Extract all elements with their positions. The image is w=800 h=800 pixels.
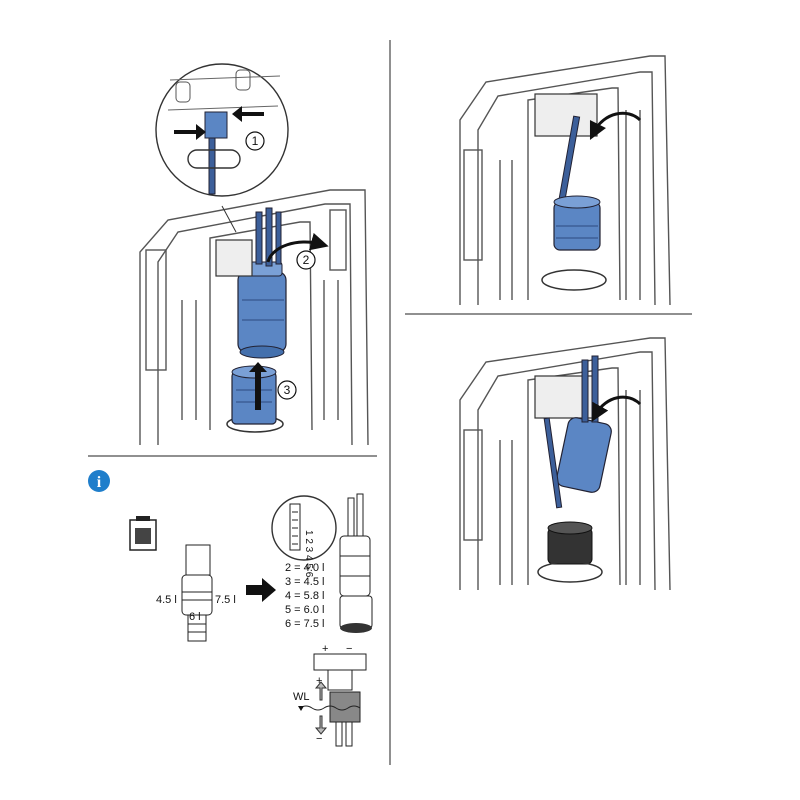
info-panel: i 4.5 l 7.5 l 6 l 1 2 3 4 5 6: [88, 470, 373, 747]
svg-text:i: i: [97, 474, 102, 491]
panel-rotate-bracket: [459, 55, 671, 306]
plus-top-label: +: [322, 643, 328, 655]
step-2-number: 2: [303, 253, 310, 267]
volume-row: 2 = 4.0 l: [285, 562, 324, 574]
rotate-arrow-lower-icon: [591, 395, 642, 422]
panel-remove-valve: 2 3 1: [139, 63, 369, 446]
step-3-badge: 3: [277, 380, 297, 400]
step-1-number: 1: [252, 134, 259, 148]
minus-top-label: −: [346, 643, 352, 655]
bracket: [534, 93, 598, 137]
flush-valve-body: [237, 207, 287, 359]
step-3-number: 3: [284, 383, 291, 397]
scale-detail-circle: 1 2 3 4 5 6: [271, 495, 337, 578]
valve-upright: [339, 493, 373, 633]
detail-magnifier: 1: [155, 63, 289, 197]
cistern-frame-right: [459, 55, 671, 306]
valve-base-lower: [547, 521, 593, 565]
arrow-icon: [246, 578, 276, 602]
water-level-label: WL: [293, 691, 310, 703]
flush-valve-lower: [543, 355, 612, 509]
volume-row: 6 = 7.5 l: [285, 618, 324, 630]
press-arrow-left-icon: [174, 124, 206, 140]
valve-volume-illustration: [181, 544, 213, 642]
volume-table: 2 = 4.0 l 3 = 4.5 l 4 = 5.8 l 5 = 6.0 l …: [285, 562, 324, 630]
lift-arrow-icon: [249, 362, 267, 410]
minus-side-label: −: [316, 733, 322, 745]
plus-side-label: +: [316, 675, 322, 687]
scale-marks: 1 2 3 4 5 6: [303, 530, 314, 578]
panel-install-valve: [459, 337, 671, 591]
drain-outlet-lower: [537, 561, 603, 583]
press-arrow-right-icon: [232, 106, 264, 122]
volume-row: 4 = 5.8 l: [285, 590, 324, 602]
cistern-frame: [139, 189, 369, 446]
drain-outlet-right: [541, 269, 607, 291]
size-left-label: 4.5 l: [156, 594, 177, 606]
valve-base-right: [553, 195, 601, 251]
rotate-arrow-icon: [266, 232, 329, 263]
cistern-thumbnail: [129, 516, 157, 551]
mounting-bracket: [215, 239, 253, 277]
info-icon: i: [88, 470, 110, 492]
valve-base: [231, 365, 277, 425]
rotate-arrow-right-icon: [589, 111, 642, 141]
cistern-frame-lower: [459, 337, 671, 591]
volume-row: 5 = 6.0 l: [285, 604, 324, 616]
volume-row: 3 = 4.5 l: [285, 576, 324, 588]
fill-valve-illustration: [298, 653, 367, 747]
size-front-label: 6 l: [189, 611, 201, 623]
size-right-label: 7.5 l: [215, 594, 236, 606]
step-2-badge: 2: [296, 250, 316, 270]
